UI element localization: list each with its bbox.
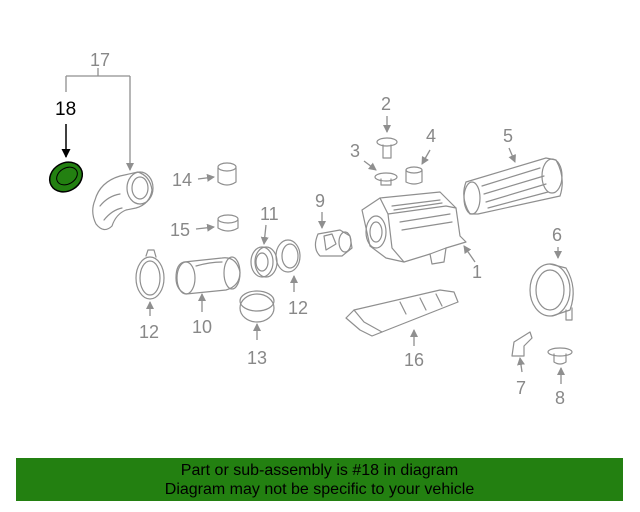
callout-6: 6 bbox=[552, 225, 562, 245]
callout-17: 17 bbox=[90, 50, 110, 70]
callout-4: 4 bbox=[426, 126, 436, 146]
part-12-clamp-left: 12 bbox=[135, 249, 165, 342]
part-2-screw: 2 bbox=[376, 94, 398, 159]
part-4-nut: 4 bbox=[405, 126, 436, 185]
callout-17-bracket: 17 bbox=[65, 50, 134, 171]
part-12-clamp-right: 12 bbox=[275, 239, 308, 318]
part-5-filter-element: 5 bbox=[463, 126, 563, 215]
part-8-grommet: 8 bbox=[547, 347, 573, 408]
part-7-bracket: 7 bbox=[511, 331, 533, 398]
callout-15: 15 bbox=[170, 220, 190, 240]
banner-line-2: Diagram may not be specific to your vehi… bbox=[164, 481, 475, 498]
part-11-ring: 11 bbox=[250, 204, 279, 278]
callout-11: 11 bbox=[260, 204, 279, 224]
callout-12a: 12 bbox=[139, 322, 159, 342]
part-16-intake-duct: 16 bbox=[345, 289, 459, 370]
part-3-washer: 3 bbox=[350, 141, 398, 186]
callout-9: 9 bbox=[315, 191, 325, 211]
part-14-cap: 14 bbox=[172, 162, 237, 190]
banner-line-1: Part or sub-assembly is #18 in diagram bbox=[180, 462, 459, 479]
callout-3: 3 bbox=[350, 141, 360, 161]
callout-7: 7 bbox=[516, 378, 526, 398]
part-1-air-cleaner-housing: 1 bbox=[361, 191, 482, 282]
info-banner: Part or sub-assembly is #18 in diagram D… bbox=[16, 458, 623, 501]
callout-16: 16 bbox=[404, 350, 424, 370]
part-6-mass-airflow-housing: 6 bbox=[529, 225, 574, 321]
callout-18: 18 bbox=[55, 99, 76, 120]
callout-8: 8 bbox=[555, 388, 565, 408]
part-13-ring: 13 bbox=[239, 290, 275, 368]
callout-12b: 12 bbox=[288, 298, 308, 318]
part-10-duct: 10 bbox=[175, 256, 241, 337]
part-15-grommet: 15 bbox=[170, 214, 239, 240]
callout-13: 13 bbox=[247, 348, 267, 368]
callout-10: 10 bbox=[192, 317, 212, 337]
part-18-seal[interactable]: 18 bbox=[44, 99, 87, 198]
part-17-elbow bbox=[92, 171, 154, 231]
callout-5: 5 bbox=[503, 126, 513, 146]
callout-2: 2 bbox=[381, 94, 391, 114]
callout-14: 14 bbox=[172, 170, 192, 190]
part-9-sensor: 9 bbox=[314, 191, 353, 257]
callout-1: 1 bbox=[472, 262, 482, 282]
